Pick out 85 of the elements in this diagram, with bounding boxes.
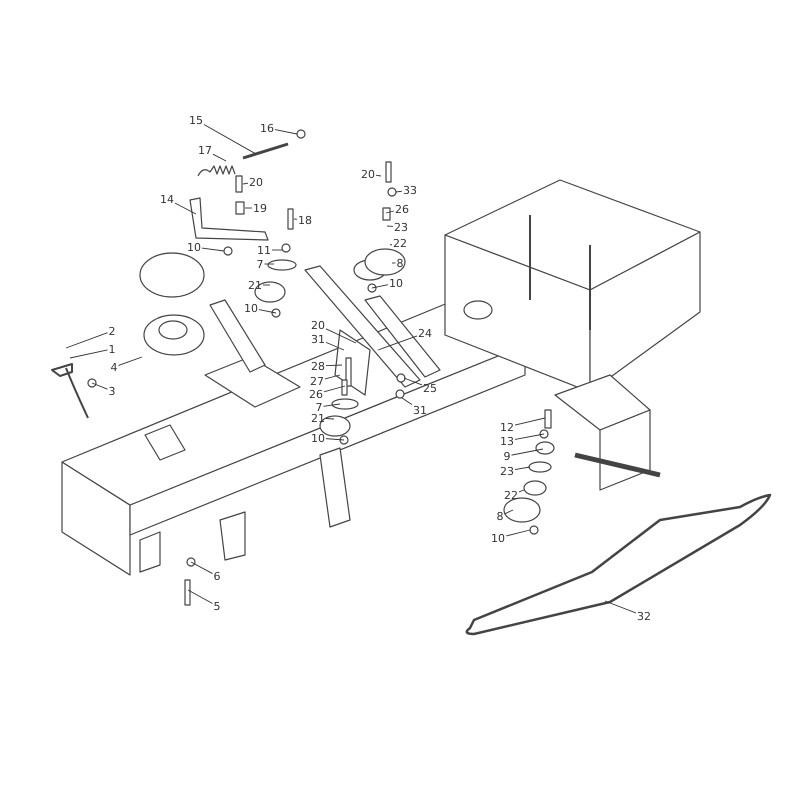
callout-number: 22 <box>393 236 407 250</box>
leader-line <box>66 332 108 348</box>
leader-line <box>386 210 394 214</box>
leader-line <box>324 374 340 380</box>
callout-number: 25 <box>423 382 437 394</box>
leader-line <box>326 328 356 344</box>
callout-number: 10 <box>187 240 201 254</box>
callout-number: 12 <box>500 420 514 434</box>
callout-number: 21 <box>248 278 262 292</box>
leader-line <box>378 335 418 350</box>
callout-number: 5 <box>214 600 220 612</box>
callout-number: 31 <box>311 332 325 346</box>
callout-number: 3 <box>108 384 116 398</box>
callout-number: 20 <box>361 168 375 180</box>
callout-number: 32 <box>637 610 651 622</box>
leader-line <box>506 530 530 536</box>
callout-number: 13 <box>500 434 514 448</box>
leader-line <box>323 404 340 407</box>
leader-line <box>402 398 412 406</box>
leader-line <box>274 129 298 134</box>
callout-number: 9 <box>504 450 510 462</box>
leader-line <box>404 378 422 386</box>
leader-line <box>396 190 402 192</box>
callout-number: 26 <box>309 388 323 400</box>
callout-number: 33 <box>403 184 417 196</box>
leader-line <box>514 434 544 440</box>
callout-number: 20 <box>311 318 325 332</box>
callout-number: 17 <box>198 144 212 156</box>
callout-number: 20 <box>249 176 263 188</box>
callout-number: 7 <box>316 400 322 414</box>
callout-number: 10 <box>311 432 325 444</box>
callout-number: 1 <box>108 342 116 356</box>
leader-line <box>324 386 346 392</box>
leader-line <box>376 174 382 176</box>
leader-line <box>262 284 270 286</box>
callout-number: 8 <box>496 510 504 522</box>
leader-line <box>386 226 394 227</box>
callout-number: 28 <box>311 360 325 372</box>
leader-line <box>212 154 226 162</box>
leader-line <box>511 448 544 456</box>
callout-number: 6 <box>214 570 220 582</box>
callout-number: 22 <box>504 488 518 502</box>
leader-line <box>392 262 396 264</box>
leader-line <box>204 124 256 154</box>
leader-line <box>202 248 224 252</box>
leader-line <box>326 418 334 420</box>
leader-line <box>504 510 514 514</box>
callout-number: 4 <box>110 360 118 374</box>
callout-number: 11 <box>257 244 271 256</box>
callout-number: 7 <box>256 258 264 270</box>
callout-number: 15 <box>189 114 203 126</box>
leader-line <box>188 590 213 604</box>
leader-line <box>174 202 196 214</box>
callout-number: 23 <box>500 464 514 478</box>
leader-line <box>242 182 248 184</box>
callout-number: 10 <box>244 302 258 314</box>
callout-number: 19 <box>253 202 267 214</box>
leader-line <box>118 356 142 366</box>
leader-line <box>326 438 344 440</box>
callout-number: 23 <box>394 220 408 234</box>
leader-line <box>390 244 392 246</box>
leader-line <box>70 350 108 358</box>
callout-number: 10 <box>491 532 505 544</box>
leader-line <box>372 284 388 288</box>
leader-line <box>604 600 636 614</box>
leader-line <box>258 309 276 314</box>
callout-number: 24 <box>418 326 432 340</box>
callout-number: 26 <box>395 202 409 216</box>
leader-line <box>190 562 213 574</box>
callout-number: 27 <box>310 374 324 388</box>
leader-line <box>518 490 524 492</box>
callout-number: 31 <box>413 404 427 416</box>
callout-number: 21 <box>311 412 325 424</box>
callout-number: 18 <box>298 214 312 226</box>
leader-line <box>326 364 342 366</box>
leader-line <box>514 466 530 470</box>
leader-line <box>294 218 298 220</box>
callout-number: 16 <box>260 122 274 134</box>
callout-number: 10 <box>389 276 403 290</box>
leader-line <box>92 382 108 390</box>
callout-number: 2 <box>108 324 116 338</box>
leader-line <box>514 418 546 426</box>
callout-number: 14 <box>160 192 174 206</box>
leader-line <box>326 342 344 350</box>
callout-number: 8 <box>396 256 404 270</box>
